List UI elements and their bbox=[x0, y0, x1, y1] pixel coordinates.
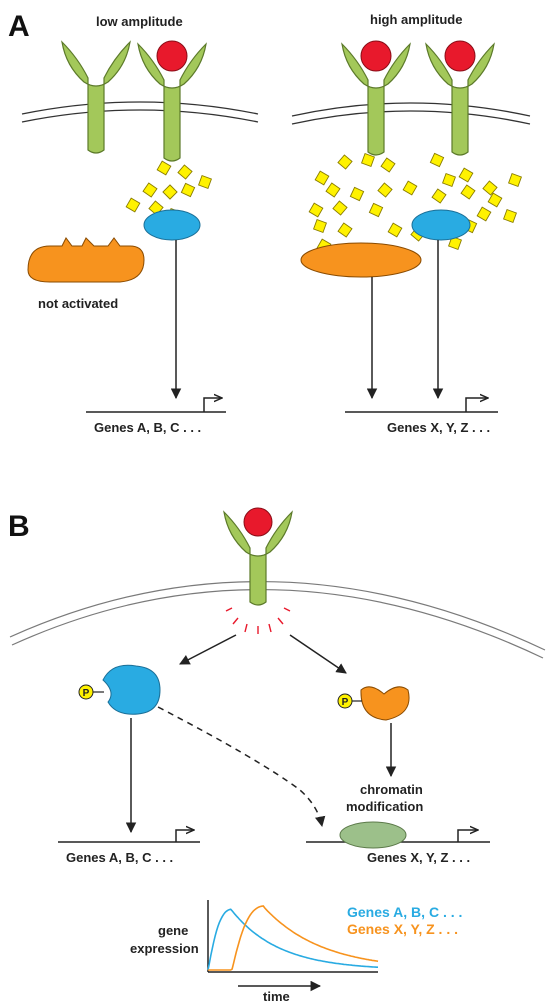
membrane-left bbox=[21, 101, 259, 123]
second-messenger-icon bbox=[332, 200, 348, 216]
receptor-icon bbox=[425, 42, 495, 156]
receptor-icon bbox=[137, 42, 207, 162]
orange-kinase-icon bbox=[360, 686, 410, 721]
second-messenger-icon bbox=[380, 157, 396, 173]
second-messenger-icon bbox=[460, 184, 476, 200]
ligand-icon bbox=[243, 507, 273, 537]
orange-effector-active-icon bbox=[300, 242, 422, 278]
arrow bbox=[289, 634, 347, 674]
chromatin-label: chromatin bbox=[360, 782, 423, 797]
low-amplitude-title: low amplitude bbox=[96, 14, 183, 29]
second-messenger-icon bbox=[125, 197, 141, 213]
genes-xyz-label: Genes X, Y, Z . . . bbox=[387, 420, 490, 435]
second-messenger-icon bbox=[325, 182, 341, 198]
panel-a-letter: A bbox=[8, 10, 30, 43]
legend-genes-abc: Genes A, B, C . . . bbox=[347, 904, 462, 920]
blue-kinase-icon bbox=[102, 664, 161, 715]
second-messenger-icon bbox=[431, 188, 447, 204]
second-messenger-icon bbox=[156, 160, 172, 176]
second-messenger-icon bbox=[387, 222, 403, 238]
second-messenger-icon bbox=[314, 170, 330, 186]
expression-chart bbox=[207, 900, 379, 992]
second-messenger-icon bbox=[487, 192, 503, 208]
phospho-badge bbox=[78, 684, 94, 700]
dashed-arrow bbox=[157, 706, 326, 828]
ligand-icon bbox=[156, 40, 188, 72]
genes-abc-label: Genes A, B, C . . . bbox=[94, 420, 201, 435]
second-messenger-icon bbox=[177, 164, 193, 180]
gene-track-left bbox=[86, 398, 226, 413]
second-messenger-icon bbox=[368, 202, 384, 218]
legend-genes-xyz: Genes X, Y, Z . . . bbox=[347, 921, 458, 937]
second-messenger-icon bbox=[503, 209, 517, 223]
second-messenger-icon bbox=[377, 182, 393, 198]
receptor-icon bbox=[341, 42, 411, 156]
arrow bbox=[179, 634, 237, 665]
second-messenger-icon bbox=[508, 173, 522, 187]
series-genes-abc-line bbox=[207, 908, 378, 971]
second-messenger-icon bbox=[442, 173, 456, 187]
phospho-label: P bbox=[342, 697, 349, 708]
receptor-icon bbox=[223, 510, 293, 606]
membrane-b bbox=[9, 581, 546, 659]
second-messenger-icon bbox=[361, 153, 375, 167]
second-messenger-icon bbox=[142, 182, 158, 198]
gene-track-right bbox=[345, 398, 498, 413]
membrane-signal-ticks bbox=[225, 607, 291, 634]
second-messenger-icon bbox=[429, 152, 445, 168]
chart-ylabel-line1: gene bbox=[158, 923, 188, 938]
second-messenger-icon bbox=[308, 202, 324, 218]
genes-xyz-label-b: Genes X, Y, Z . . . bbox=[367, 850, 470, 865]
second-messenger-icon bbox=[337, 222, 353, 238]
receptor-icon bbox=[61, 40, 131, 154]
modification-label: modification bbox=[346, 799, 423, 814]
high-amplitude-title: high amplitude bbox=[370, 12, 462, 27]
second-messenger-icon bbox=[448, 236, 462, 250]
second-messenger-icon bbox=[349, 186, 365, 202]
series-genes-xyz-line bbox=[208, 905, 379, 971]
nucleosome-icon bbox=[339, 821, 407, 849]
phospho-label: P bbox=[83, 688, 90, 699]
second-messenger-icon bbox=[162, 184, 178, 200]
not-activated-label: not activated bbox=[38, 296, 118, 311]
genes-abc-label-b: Genes A, B, C . . . bbox=[66, 850, 173, 865]
ligand-icon bbox=[360, 40, 392, 72]
ligand-icon bbox=[444, 40, 476, 72]
second-messenger-icon bbox=[313, 219, 327, 233]
blue-effector-icon bbox=[411, 209, 471, 241]
orange-effector-inactive-icon bbox=[27, 237, 145, 283]
second-messenger-icon bbox=[402, 180, 418, 196]
chart-ylabel-line2: expression bbox=[130, 941, 199, 956]
second-messenger-icon bbox=[458, 167, 474, 183]
panel-b-letter: B bbox=[8, 510, 30, 543]
phospho-badge bbox=[337, 693, 353, 709]
gene-track-b-left bbox=[58, 830, 200, 843]
blue-effector-icon bbox=[143, 209, 201, 241]
second-messenger-icon bbox=[482, 180, 498, 196]
membrane-right bbox=[291, 102, 531, 125]
second-messenger-icon bbox=[198, 175, 212, 189]
chart-xlabel: time bbox=[263, 989, 290, 1004]
second-messenger-icon bbox=[476, 206, 492, 222]
second-messenger-icon bbox=[337, 154, 353, 170]
second-messenger-icon bbox=[180, 182, 196, 198]
